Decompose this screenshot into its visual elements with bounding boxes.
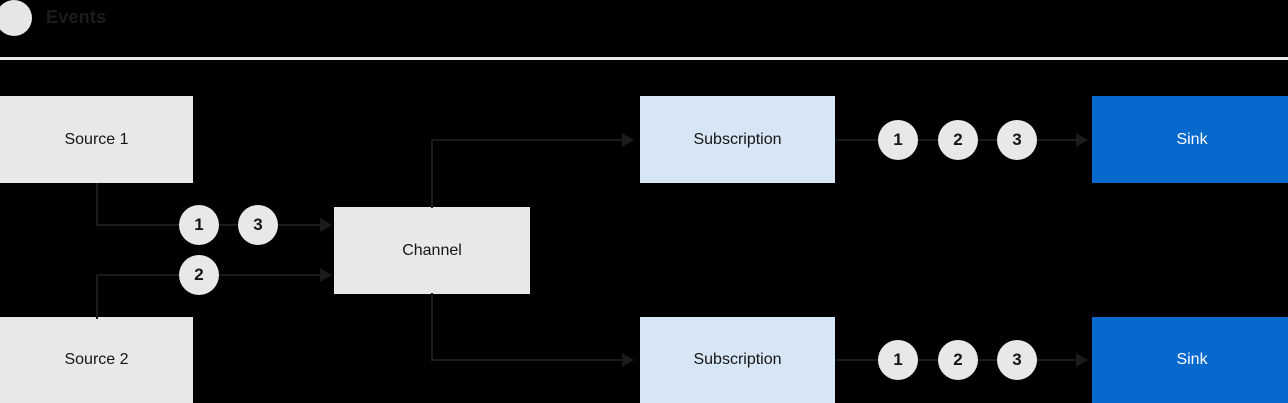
event-token[interactable]: 1 <box>878 120 918 160</box>
event-token[interactable]: 3 <box>997 340 1037 380</box>
event-token[interactable]: 1 <box>878 340 918 380</box>
event-token[interactable]: 2 <box>938 340 978 380</box>
node-sink-top[interactable]: Sink <box>1092 96 1288 183</box>
node-sink-bottom-label: Sink <box>1176 351 1208 368</box>
edge-channel-subscription-bottom-horizontal <box>431 359 625 361</box>
edge-source1-channel-vertical <box>96 183 98 226</box>
edge-channel-subscription-top-arrowhead <box>622 133 634 147</box>
event-token[interactable]: 1 <box>179 205 219 245</box>
node-sink-bottom[interactable]: Sink <box>1092 317 1288 403</box>
header-divider <box>0 57 1288 60</box>
node-subscription-top-label: Subscription <box>693 130 782 148</box>
edge-channel-subscription-bottom-vertical <box>431 293 433 361</box>
node-subscription-top[interactable]: Subscription <box>640 96 835 183</box>
event-token[interactable]: 3 <box>997 120 1037 160</box>
node-source-2-label: Source 2 <box>64 351 129 368</box>
edge-subscription-top-sink-arrowhead <box>1076 133 1088 147</box>
events-circle-icon <box>0 0 32 36</box>
edge-subscription-bottom-sink-arrowhead <box>1076 353 1088 367</box>
edge-channel-subscription-top-vertical <box>431 139 433 208</box>
edge-source2-channel-vertical <box>96 274 98 319</box>
edge-source2-channel-arrowhead <box>320 268 332 282</box>
node-source-2[interactable]: Source 2 <box>0 317 193 403</box>
event-token[interactable]: 2 <box>938 120 978 160</box>
edge-channel-subscription-top-horizontal <box>431 139 625 141</box>
event-token[interactable]: 2 <box>179 255 219 295</box>
node-channel[interactable]: Channel <box>334 207 530 294</box>
page-title: Events <box>46 7 107 27</box>
event-token[interactable]: 3 <box>238 205 278 245</box>
node-sink-top-label: Sink <box>1176 130 1208 148</box>
node-source-1[interactable]: Source 1 <box>0 96 193 183</box>
page-header: Events <box>0 0 1288 57</box>
node-subscription-bottom-label: Subscription <box>693 351 782 368</box>
node-subscription-bottom[interactable]: Subscription <box>640 317 835 403</box>
edge-channel-subscription-bottom-arrowhead <box>622 353 634 367</box>
edge-source1-channel-arrowhead <box>320 218 332 232</box>
node-channel-label: Channel <box>402 241 462 259</box>
node-source-1-label: Source 1 <box>64 130 129 148</box>
